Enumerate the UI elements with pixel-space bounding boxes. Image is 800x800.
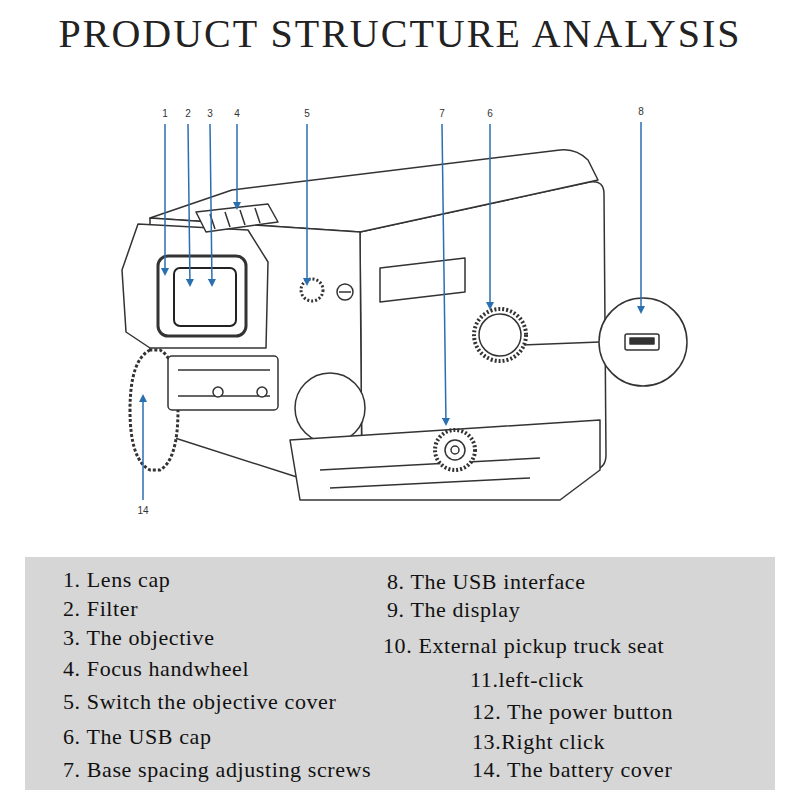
part-list-item: 8. The USB interface: [387, 569, 586, 595]
base-rail: [290, 420, 600, 500]
cover-switch-pivot: [337, 284, 353, 300]
leader-line: [442, 124, 446, 424]
leader-line: [210, 124, 212, 285]
objective-lens: [174, 268, 236, 326]
display-window: [380, 258, 465, 302]
lens-hood: [122, 224, 268, 348]
usb-port-slot: [630, 338, 654, 344]
focus-handwheel: [196, 204, 278, 232]
callout-number: 1: [162, 108, 168, 119]
holder-screw: [213, 387, 223, 397]
part-list-item: 13.Right click: [472, 729, 605, 755]
leader-lines: [143, 122, 641, 500]
leader-line: [306, 124, 308, 284]
callout-number: 6: [487, 108, 493, 119]
lens-cap: [158, 256, 246, 336]
leader-line: [164, 124, 166, 274]
usb-port: [625, 334, 659, 350]
callout-number: 7: [439, 108, 445, 119]
handwheel-ridges: [210, 208, 260, 229]
battery-holder: [168, 356, 278, 410]
leader-line: [640, 122, 642, 312]
pivot-slot: [339, 291, 351, 293]
base-screw-center: [451, 446, 459, 454]
detail-leader: [522, 342, 600, 345]
part-list-item: 10. External pickup truck seat: [383, 633, 664, 659]
part-list-item: 1. Lens cap: [63, 567, 170, 593]
part-list-item: 9. The display: [387, 597, 520, 623]
part-list-item: 7. Base spacing adjusting screws: [63, 757, 371, 783]
base-screw-face: [445, 440, 465, 460]
rail-grooves: [320, 458, 540, 488]
part-list-item: 6. The USB cap: [63, 724, 212, 750]
part-list-item: 3. The objective: [63, 625, 215, 651]
holder-screw: [257, 387, 267, 397]
part-list-item: 5. Switch the objective cover: [63, 689, 336, 715]
usb-cap: [474, 309, 526, 361]
callout-number: 8: [638, 106, 644, 117]
leader-line: [489, 124, 491, 308]
leader-line: [142, 396, 144, 500]
diagram-title: PRODUCT STRUCTURE ANALYSIS: [0, 10, 800, 57]
callout-number: 4: [234, 108, 240, 119]
usb-detail-circle: [599, 298, 687, 386]
part-list-item: 2. Filter: [63, 596, 138, 622]
leader-line: [236, 124, 238, 208]
callout-number: 2: [185, 108, 191, 119]
cover-switch-knob: [301, 279, 323, 301]
usb-cap-face: [479, 314, 521, 356]
side-button: [295, 373, 365, 443]
leader-line: [188, 124, 190, 285]
part-list-item: 4. Focus handwheel: [63, 656, 249, 682]
holder-lines: [178, 370, 270, 396]
part-list-item: 14. The battery cover: [472, 757, 672, 783]
part-list-item: 11.left-click: [470, 667, 584, 693]
part-list-item: 12. The power button: [472, 699, 673, 725]
base-screw: [435, 430, 475, 470]
device-body: [122, 150, 687, 500]
callout-number: 5: [304, 108, 310, 119]
callout-number: 14: [137, 505, 148, 516]
body-top-face: [150, 150, 598, 232]
callout-number: 3: [207, 108, 213, 119]
parts-list-panel: 1. Lens cap 2. Filter 3. The objective 4. F…: [25, 557, 775, 790]
